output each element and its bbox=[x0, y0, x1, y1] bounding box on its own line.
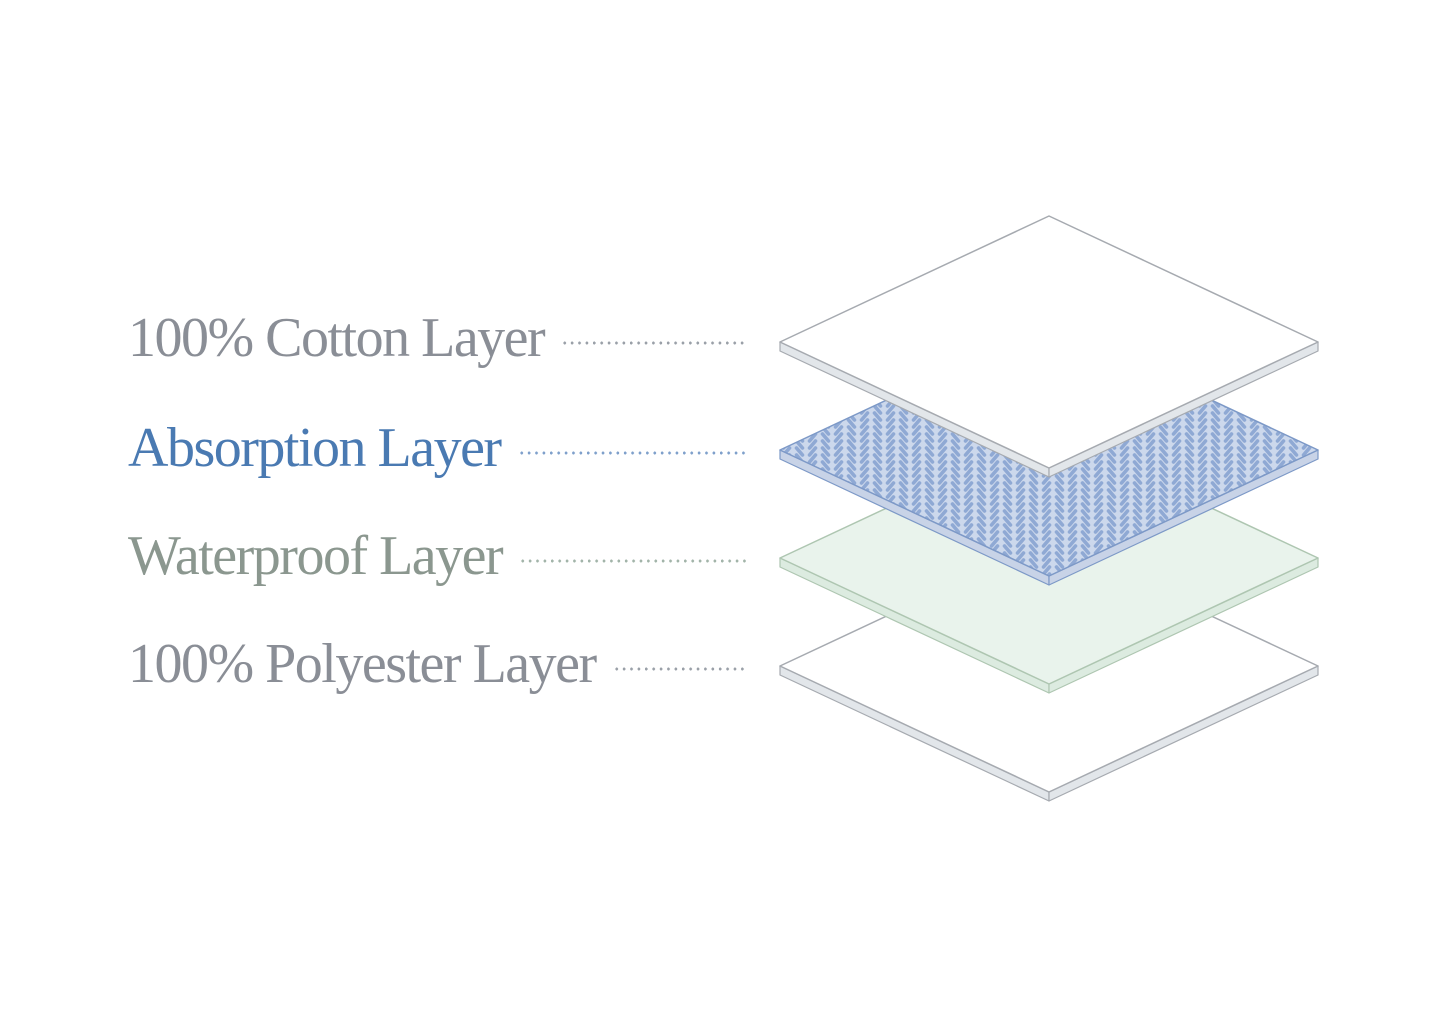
waterproof-dotted-leader bbox=[519, 558, 746, 564]
label-row-waterproof: Waterproof Layer bbox=[128, 516, 746, 596]
polyester-layer-label: 100% Polyester Layer bbox=[128, 633, 597, 695]
cotton-dotted-leader bbox=[561, 340, 746, 346]
waterproof-layer-label: Waterproof Layer bbox=[128, 525, 504, 587]
cotton-layer-shape bbox=[779, 215, 1319, 478]
label-row-cotton: 100% Cotton Layer bbox=[128, 298, 746, 378]
polyester-dotted-leader bbox=[612, 666, 746, 672]
absorption-layer-label: Absorption Layer bbox=[128, 417, 502, 479]
label-row-polyester: 100% Polyester Layer bbox=[128, 624, 746, 704]
cotton-layer-label: 100% Cotton Layer bbox=[128, 307, 546, 369]
absorption-dotted-leader bbox=[517, 450, 746, 456]
label-row-absorption: Absorption Layer bbox=[128, 408, 746, 488]
